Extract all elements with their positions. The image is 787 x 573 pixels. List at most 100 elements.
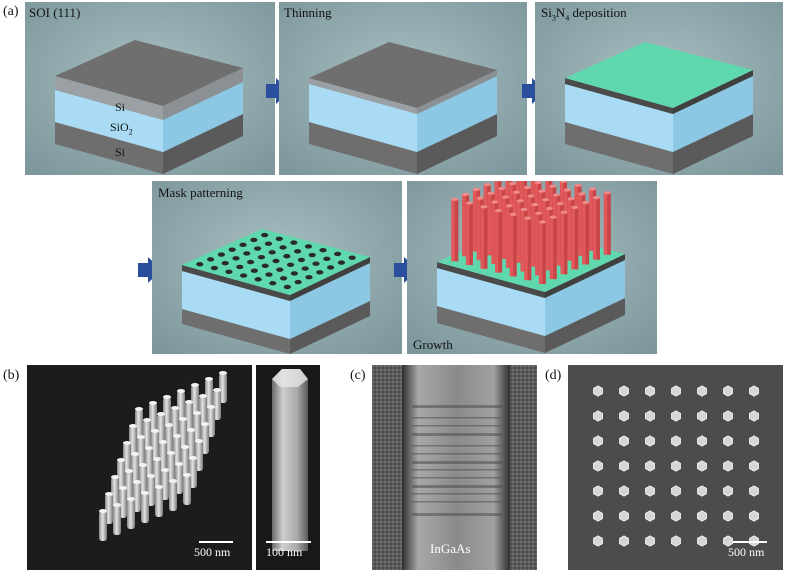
nanowire-top: [560, 210, 568, 214]
mask-hole: [316, 270, 324, 275]
sem-pillar-top: [201, 422, 209, 426]
nanowire-top: [545, 206, 553, 211]
mask-hole: [312, 261, 320, 266]
patterned-mask-illustration: [152, 181, 402, 354]
hexagonal-nanowire-top: [671, 410, 681, 422]
sem-pillar-top: [191, 383, 199, 387]
tem-stacking-fault: [412, 477, 502, 479]
hexagonal-nanowire-top: [619, 510, 629, 522]
sem-pillar: [113, 505, 121, 535]
nanowire-shade: [563, 212, 568, 275]
hexagonal-nanowire-top: [749, 510, 759, 522]
nanowire: [505, 205, 513, 268]
hexagonal-nanowire-top: [749, 460, 759, 472]
tem-stacking-fault: [412, 453, 502, 455]
nanowire-top: [487, 191, 495, 195]
nanowire-top: [495, 208, 503, 213]
hexagonal-nanowire-top: [645, 385, 655, 397]
nanowire-shade: [454, 199, 459, 262]
nanowire-top: [491, 200, 499, 204]
hexagonal-nanowire-top: [697, 435, 707, 447]
nanowire-shade: [483, 206, 488, 269]
tem-stacking-fault: [412, 493, 502, 495]
layer-oxide-label: SiO2: [110, 120, 133, 137]
nanowire-top: [603, 191, 611, 195]
sem-pillar-top: [185, 400, 193, 404]
hexagonal-nanowire-top: [619, 535, 629, 547]
hexagonal-nanowire-top: [723, 410, 733, 422]
hexagonal-nanowire-top: [619, 385, 629, 397]
mask-hole: [305, 275, 313, 280]
nanowire-top: [462, 192, 470, 196]
nanowire-top: [531, 203, 539, 207]
sem-pillar-top: [219, 371, 227, 375]
mask-hole: [232, 256, 240, 261]
sem-pillar-top: [155, 485, 163, 489]
nanowire-top: [476, 196, 484, 200]
nanowire-shade: [553, 217, 557, 280]
sem-pillar-top: [111, 475, 119, 479]
mask-hole: [279, 276, 288, 281]
hexagonal-nanowire-top: [723, 485, 733, 497]
nanowire-top: [592, 196, 600, 200]
mask-hole: [337, 260, 346, 265]
step-deposition-panel: Si3N4 deposition: [535, 2, 783, 175]
step-soi-title: SOI (111): [29, 5, 81, 20]
nanowire-shade: [527, 218, 532, 281]
mask-hole: [283, 253, 291, 259]
nanowire-top: [527, 194, 535, 198]
sem-pillar-top: [133, 480, 141, 484]
sem-pillar-top: [151, 429, 159, 433]
hexagonal-nanowire-top: [671, 460, 681, 472]
sem-pillar-top: [213, 388, 221, 392]
nanowire: [560, 212, 568, 275]
nanowire-shade: [542, 221, 546, 284]
nanowire-top: [549, 215, 557, 219]
mask-hole: [301, 266, 309, 271]
hexagonal-nanowire-top: [697, 410, 707, 422]
hexagonal-nanowire-top: [645, 410, 655, 422]
layer-bottom-si-label: Si: [115, 145, 126, 159]
sem-pillar-top: [187, 428, 195, 432]
mask-hole: [264, 241, 273, 246]
hexagonal-nanowire-top: [593, 435, 603, 447]
material-label: InGaAs: [430, 541, 471, 556]
nanowire-shade: [585, 202, 590, 265]
hexagonal-nanowire-top: [593, 535, 603, 547]
sem-pillar-top: [149, 401, 157, 405]
tem-stacking-fault: [412, 425, 502, 427]
nanowire-top: [523, 185, 531, 189]
mask-hole: [243, 251, 251, 256]
nanowire-shade: [513, 214, 517, 277]
nanowire-top: [556, 201, 564, 206]
hexagonal-nanowire-top: [645, 435, 655, 447]
mask-hole: [239, 273, 248, 278]
nitride-stack-illustration: [535, 2, 783, 175]
nanowire-top: [571, 205, 579, 209]
nanowire-top: [509, 181, 517, 186]
nanowire-top: [589, 187, 597, 191]
sem-pillar-top: [175, 462, 183, 466]
step-thinning-title: Thinning: [284, 5, 332, 20]
hexagonal-nanowire-top: [749, 410, 759, 422]
sem-pillar-top: [199, 394, 207, 398]
hexagonal-nanowire-top: [645, 510, 655, 522]
tem-nanowire-image: InGaAs: [372, 365, 537, 570]
step-growth-title: Growth: [413, 337, 453, 352]
mask-hole: [304, 244, 313, 249]
sem-pillar-top: [117, 458, 125, 462]
scale-bar: [266, 541, 311, 543]
sem-single-nanowire: [272, 369, 308, 551]
mask-hole: [268, 250, 276, 255]
hexagonal-nanowire-top: [723, 435, 733, 447]
sem-top-view-image: 500 nm: [568, 365, 783, 570]
mask-hole: [297, 257, 306, 263]
sem-pillar-top: [113, 503, 121, 507]
nanowire-top: [559, 181, 567, 184]
hexagonal-nanowire-top: [593, 410, 603, 422]
step-soi-panel: SOI (111) Si SiO2 Si: [25, 2, 275, 175]
sem-pillar-top: [181, 445, 189, 449]
nanowire-top: [535, 211, 543, 215]
nanowire-top: [538, 220, 546, 224]
mask-hole: [294, 249, 302, 254]
